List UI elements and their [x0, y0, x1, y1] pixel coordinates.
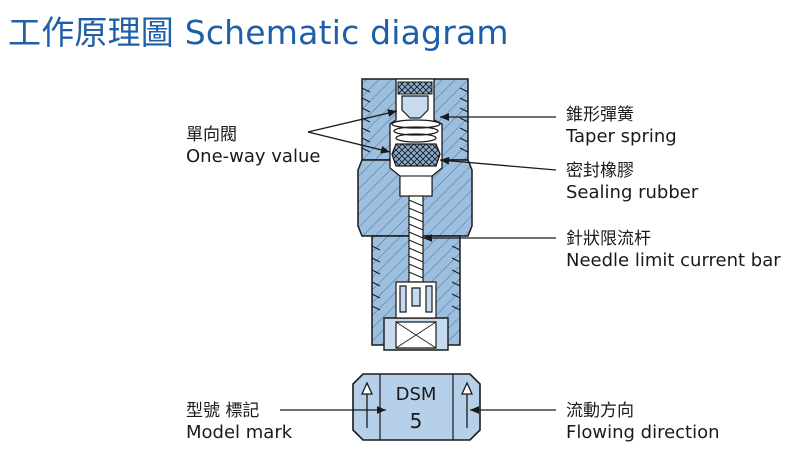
- label-model-mark-zh: 型號 標記: [186, 401, 260, 421]
- label-one-way-valve: 單向閥 One-way value: [186, 124, 320, 168]
- label-model-mark: 型號 標記 Model mark: [186, 400, 292, 444]
- leader-one-way-valve-upper: [307, 109, 398, 133]
- label-needle-bar: 針狀限流杆 Needle limit current bar: [566, 228, 781, 272]
- label-flowing-direction: 流動方向 Flowing direction: [566, 400, 720, 444]
- label-taper-spring: 錐形彈簧 Taper spring: [566, 104, 677, 148]
- page-title: 工作原理圖 Schematic diagram: [8, 13, 509, 52]
- label-needle-bar-en: Needle limit current bar: [566, 250, 781, 271]
- nut-marking-size: 5: [410, 409, 423, 433]
- label-one-way-valve-en: One-way value: [186, 146, 321, 167]
- label-flowing-direction-en: Flowing direction: [566, 422, 720, 443]
- label-needle-bar-zh: 針狀限流杆: [566, 229, 651, 249]
- label-model-mark-en: Model mark: [186, 422, 293, 443]
- label-taper-spring-zh: 錐形彈簧: [566, 105, 634, 125]
- label-sealing-rubber-en: Sealing rubber: [566, 182, 699, 203]
- valve-body: [357, 78, 473, 351]
- label-flowing-direction-zh: 流動方向: [566, 401, 634, 421]
- flow-arrow-right-icon: [460, 381, 474, 428]
- label-sealing-rubber-zh: 密封橡膠: [566, 161, 634, 181]
- label-sealing-rubber: 密封橡膠 Sealing rubber: [566, 160, 698, 204]
- leader-sealing-rubber: [439, 156, 557, 171]
- label-one-way-valve-zh: 單向閥: [186, 125, 237, 145]
- nut-marking-model: DSM: [396, 384, 437, 405]
- hex-nut: DSM 5: [352, 373, 481, 441]
- leader-one-way-valve-lower: [307, 131, 391, 154]
- label-taper-spring-en: Taper spring: [566, 126, 677, 147]
